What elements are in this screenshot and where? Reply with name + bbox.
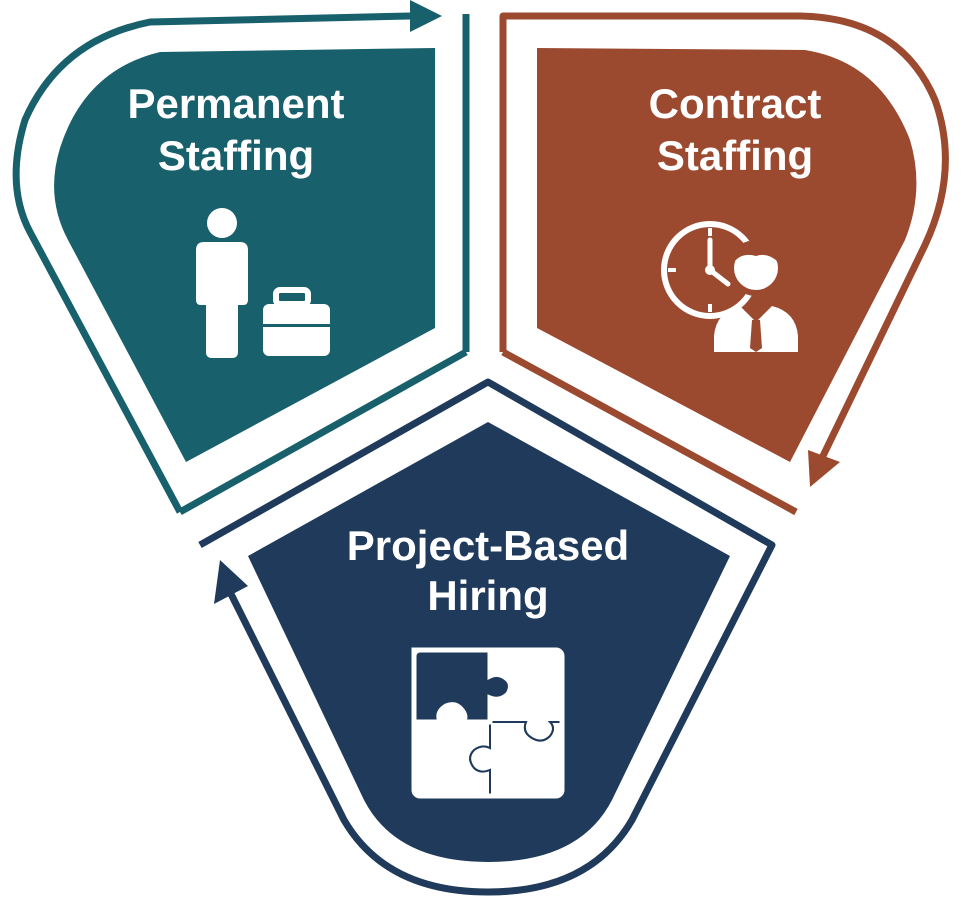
clock-with-person-icon xyxy=(661,221,798,352)
project-outline-arrow xyxy=(198,378,776,896)
permanent-label-line1: Permanent xyxy=(127,80,344,127)
permanent-arrowhead xyxy=(410,0,442,32)
contract-shape xyxy=(537,48,917,462)
contract-outline-bottom xyxy=(501,348,798,516)
person-with-briefcase-icon xyxy=(196,208,330,358)
project-label-line2: Hiring xyxy=(427,572,548,619)
puzzle-icon xyxy=(411,647,565,799)
project-arrowhead xyxy=(214,560,248,604)
segment-permanent-staffing: Permanent Staffing xyxy=(12,0,470,516)
contract-arrowhead xyxy=(808,450,840,487)
project-shape xyxy=(248,422,730,862)
permanent-label-line2: Staffing xyxy=(158,132,314,179)
permanent-outline-bottom xyxy=(178,348,468,516)
project-label-line1: Project-Based xyxy=(347,522,629,569)
contract-label-line1: Contract xyxy=(649,80,822,127)
segment-project-based-hiring: Project-Based Hiring xyxy=(198,378,776,896)
contract-label-line2: Staffing xyxy=(657,132,813,179)
segment-contract-staffing: Contract Staffing xyxy=(499,12,949,516)
contract-outline-arrow xyxy=(499,12,949,460)
permanent-outline-arrow xyxy=(12,12,411,514)
